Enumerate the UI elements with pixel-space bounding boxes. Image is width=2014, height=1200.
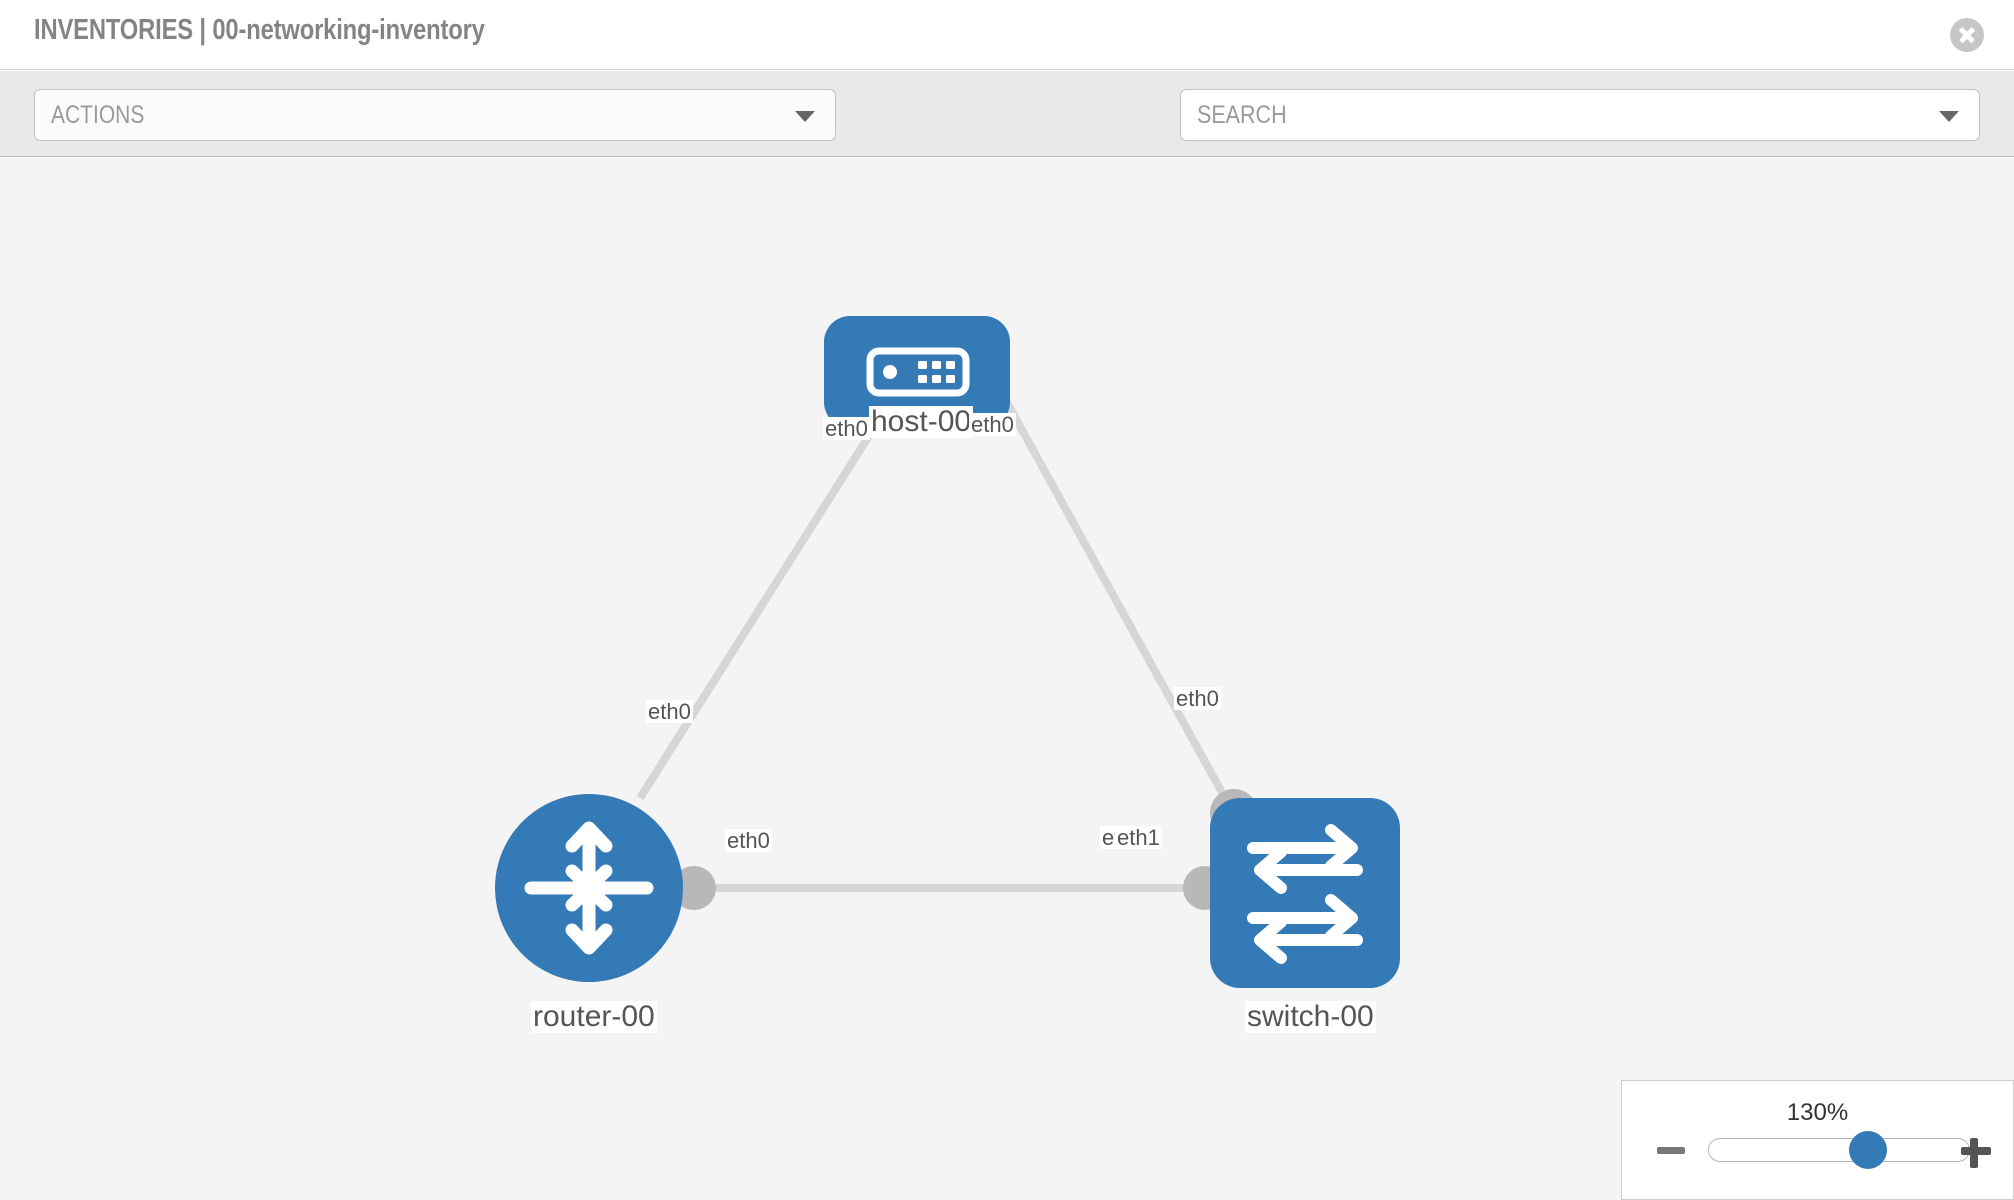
edge-host-router [636, 387, 902, 801]
port-label-switch-left-b: eth1 [1115, 825, 1162, 850]
edge-host-switch [996, 388, 1229, 800]
topology-edges [636, 387, 1229, 892]
zoom-percent-label: 130% [1786, 1099, 1849, 1126]
port-label-switch-up: eth0 [1174, 686, 1221, 711]
toolbar: ACTIONS SEARCH [0, 71, 2014, 204]
topology-canvas[interactable]: host-00 eth0 eth0 eth0 eth0 router-00 et… [0, 158, 2014, 1200]
port-label-router-right: eth0 [725, 828, 772, 853]
zoom-control-panel: 130% [1621, 1080, 2014, 1200]
router-arrows-icon [524, 821, 654, 955]
port-label-host-right: eth0 [969, 412, 1016, 437]
node-router-00 [495, 794, 683, 982]
node-host-00 [824, 316, 1010, 428]
port-router-right [672, 866, 716, 910]
chevron-down-icon [1939, 111, 1959, 122]
zoom-slider-track[interactable] [1708, 1138, 1970, 1162]
node-label-switch-00: switch-00 [1245, 1000, 1376, 1033]
zoom-out-button[interactable] [1654, 1133, 1688, 1167]
node-label-host-00: host-00 [869, 405, 974, 438]
zoom-slider-thumb[interactable] [1849, 1131, 1888, 1169]
topology-graph [495, 316, 1400, 988]
page-title: INVENTORIES | 00-networking-inventory [34, 14, 485, 46]
search-placeholder: SEARCH [1197, 101, 1287, 129]
actions-dropdown-label: ACTIONS [51, 101, 145, 129]
server-icon [866, 347, 970, 397]
port-label-host-left: eth0 [823, 416, 870, 441]
chevron-down-icon [795, 111, 815, 122]
node-label-router-00: router-00 [531, 1000, 657, 1033]
port-label-router-up: eth0 [646, 699, 693, 724]
search-input[interactable]: SEARCH [1180, 89, 1980, 141]
zoom-in-button[interactable] [1959, 1133, 1993, 1168]
page-header: INVENTORIES | 00-networking-inventory [0, 0, 2014, 70]
close-icon[interactable] [1950, 18, 1984, 52]
switch-arrows-icon [1247, 824, 1363, 964]
actions-dropdown[interactable]: ACTIONS [34, 89, 836, 141]
node-switch-00 [1210, 798, 1400, 988]
